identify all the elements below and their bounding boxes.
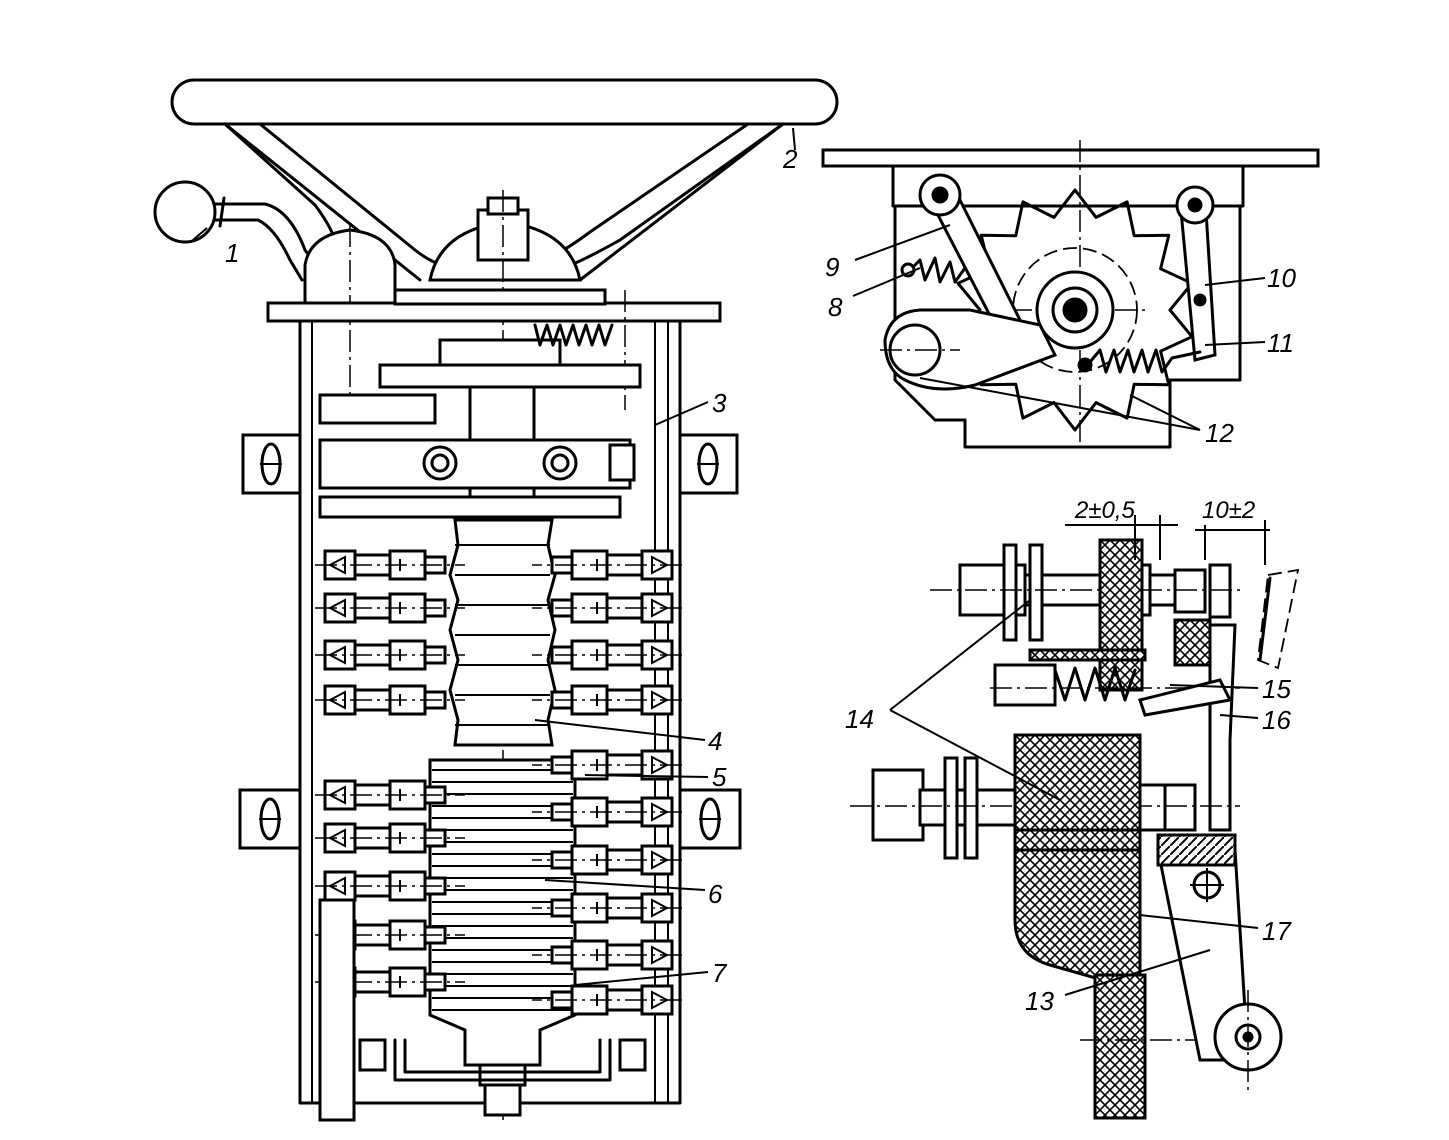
callout-8: 8 xyxy=(828,292,843,322)
dimension-gap: 2±0,5 xyxy=(1074,497,1136,524)
callout-4: 4 xyxy=(708,726,722,756)
gear-mechanism xyxy=(318,323,642,519)
callout-6: 6 xyxy=(708,879,723,909)
callout-labels: 1 2 3 4 5 6 7 8 9 10 11 12 13 14 15 16 1… xyxy=(225,144,1296,1016)
callout-9: 9 xyxy=(825,252,839,282)
cam-drum xyxy=(428,518,577,1117)
contact-section-view xyxy=(850,515,1300,1120)
callout-2: 2 xyxy=(782,144,798,174)
callout-1: 1 xyxy=(225,238,239,268)
contact-unit xyxy=(315,870,465,902)
contact-unit xyxy=(532,892,682,924)
contact-unit xyxy=(532,549,682,581)
contact-unit xyxy=(315,822,465,854)
contact-unit xyxy=(532,939,682,971)
callout-13: 13 xyxy=(1025,986,1054,1016)
leader-lines xyxy=(192,127,1266,996)
contact-unit xyxy=(532,639,682,671)
ratchet-view xyxy=(821,140,1320,449)
main-controller-view xyxy=(153,78,839,1122)
contact-unit xyxy=(532,844,682,876)
callout-17: 17 xyxy=(1262,916,1292,946)
ratchet-top-plate xyxy=(821,148,1320,168)
lever-knob xyxy=(153,180,217,244)
contact-unit xyxy=(532,592,682,624)
callout-10: 10 xyxy=(1267,263,1296,293)
spring-8 xyxy=(908,256,967,284)
bottom-bracket xyxy=(393,1038,612,1082)
dimension-lines xyxy=(1065,515,1270,565)
callout-7: 7 xyxy=(712,958,728,988)
callout-16: 16 xyxy=(1262,705,1291,735)
handwheel-rim xyxy=(170,78,839,126)
mounting-lugs xyxy=(238,433,742,850)
handwheel-spokes xyxy=(223,122,785,272)
contact-unit xyxy=(315,684,465,716)
contact-unit xyxy=(532,684,682,716)
top-plate xyxy=(266,301,722,323)
spring-11 xyxy=(1088,348,1202,374)
dimension-travel: 10±2 xyxy=(1202,497,1255,524)
base-plate xyxy=(1093,973,1147,1120)
insulator-body xyxy=(1013,733,1142,987)
contact-unit xyxy=(315,779,465,811)
contact-unit xyxy=(315,639,465,671)
callout-3: 3 xyxy=(712,388,727,418)
callout-5: 5 xyxy=(712,762,727,792)
contact-spring xyxy=(1053,666,1137,702)
contact-unit xyxy=(532,749,682,781)
callout-11: 11 xyxy=(1267,328,1294,358)
contact-unit xyxy=(532,984,682,1016)
callout-12: 12 xyxy=(1205,418,1234,448)
lever-arm xyxy=(212,202,320,282)
contact-unit xyxy=(315,592,465,624)
contact-unit xyxy=(532,796,682,828)
contact-unit xyxy=(315,549,465,581)
callout-14: 14 xyxy=(845,704,874,734)
callout-15: 15 xyxy=(1262,674,1291,704)
